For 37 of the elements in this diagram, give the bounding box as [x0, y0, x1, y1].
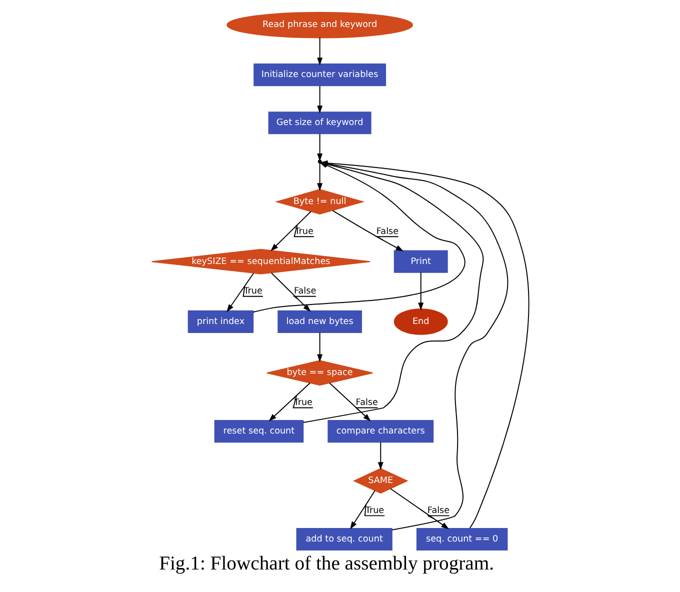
- edge-label: False: [426, 506, 450, 516]
- node-box: print index: [187, 310, 254, 333]
- caption: Fig.1: Flowchart of the assembly program.: [158, 554, 494, 575]
- node-box: load new bytes: [277, 310, 362, 333]
- arrow: [316, 86, 322, 114]
- arrow: [390, 488, 450, 530]
- node-diamond: Byte != null: [274, 188, 364, 215]
- arrow: [328, 382, 378, 422]
- node-box: Print: [393, 250, 448, 273]
- arrow: [270, 211, 311, 252]
- node-ellipse: End: [393, 308, 448, 335]
- node-box: reset seq. count: [214, 420, 304, 443]
- arrow: [316, 332, 322, 362]
- edge-label: False: [355, 398, 378, 408]
- arrow: [270, 272, 316, 312]
- node-box: Initialize counter variables: [253, 64, 386, 86]
- arrow: [316, 133, 322, 162]
- node-box: Get size of keyword: [268, 112, 371, 134]
- node-point: [317, 160, 322, 164]
- arrow: [377, 442, 383, 470]
- edge-label: True: [243, 286, 262, 297]
- edge-label: False: [294, 286, 316, 297]
- node-diamond: byte == space: [266, 360, 373, 386]
- node-box: seq. count == 0: [416, 528, 508, 550]
- arrow: [316, 37, 322, 66]
- arrow: [350, 490, 385, 530]
- node-box: compare characters: [327, 420, 434, 443]
- arrow: [418, 272, 424, 310]
- arrow: [268, 382, 310, 422]
- node-box: add to seq. count: [296, 528, 392, 550]
- arrow: [332, 210, 404, 252]
- arrow: [316, 162, 322, 191]
- edge-label: False: [376, 226, 398, 237]
- node-diamond: SAME: [352, 468, 408, 494]
- node-ellipse: Read phrase and keyword: [226, 12, 413, 38]
- node-diamond: keySIZE == sequentialMatches: [150, 248, 370, 274]
- arrow: [226, 272, 263, 312]
